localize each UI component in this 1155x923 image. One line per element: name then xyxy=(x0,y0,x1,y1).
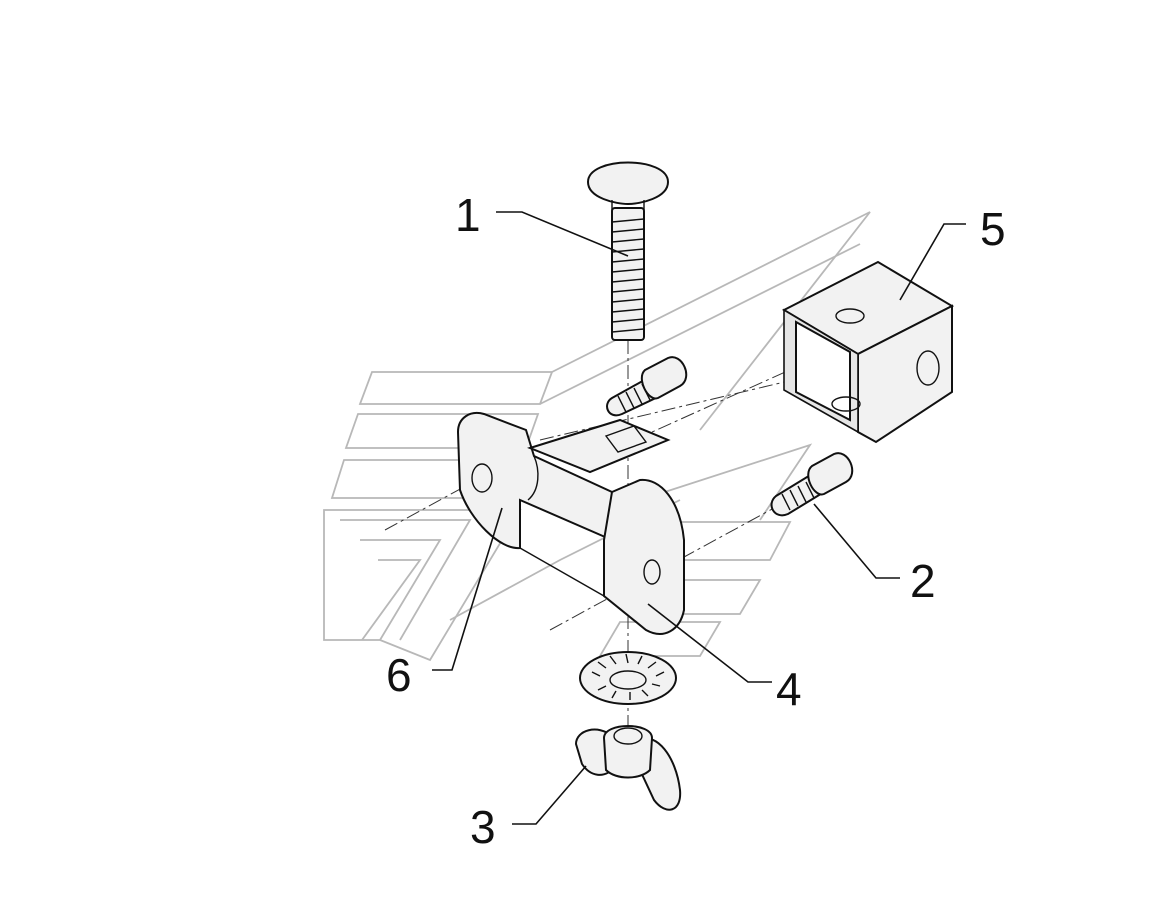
lock-washer xyxy=(579,651,677,705)
socket-screw-lower xyxy=(770,452,854,517)
callout-6: 6 xyxy=(386,649,412,701)
callout-5: 5 xyxy=(980,203,1006,255)
bracket-plate xyxy=(456,412,685,635)
socket-screw-upper xyxy=(606,356,688,417)
callout-3: 3 xyxy=(470,801,496,853)
leader-lines xyxy=(432,211,966,825)
callout-1: 1 xyxy=(455,189,481,241)
wing-nut xyxy=(574,725,682,811)
callout-4: 4 xyxy=(776,663,802,715)
square-tube-block xyxy=(781,260,955,444)
carriage-bolt xyxy=(586,161,670,341)
callout-2: 2 xyxy=(910,555,936,607)
